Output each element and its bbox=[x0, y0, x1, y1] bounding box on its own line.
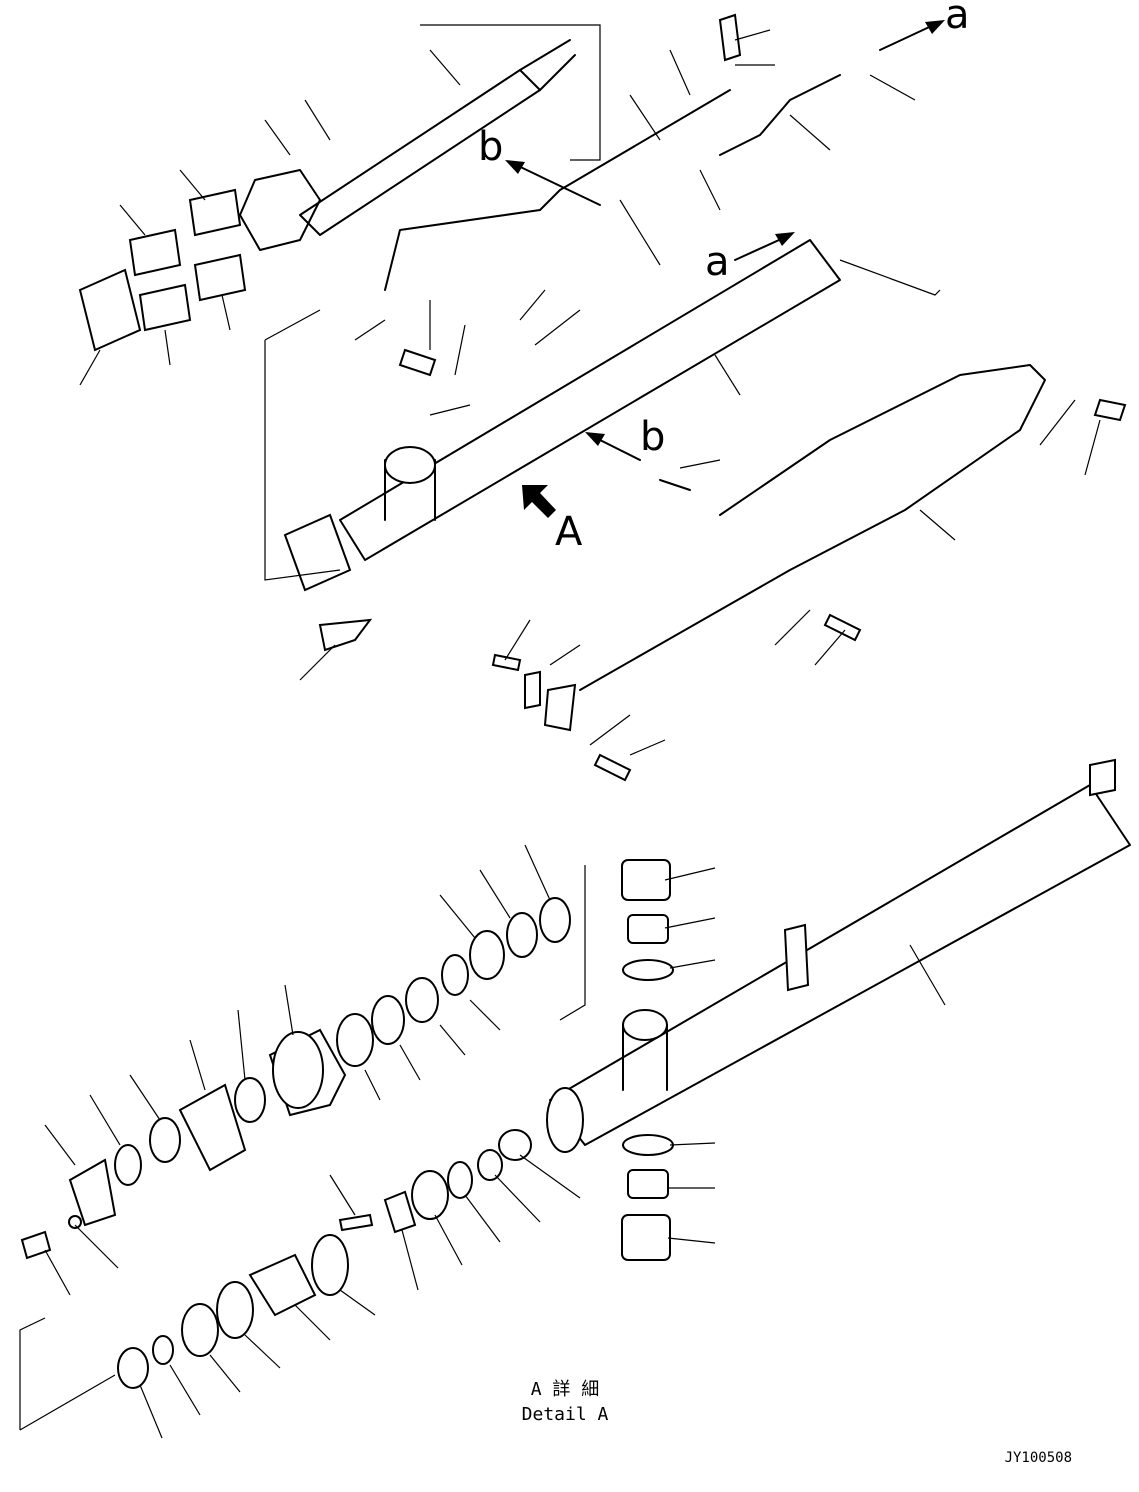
ref-label-b-top: b bbox=[478, 124, 503, 170]
detail-caption-jp: A 詳 細 bbox=[531, 1379, 600, 1400]
upper-hose-lines bbox=[384, 74, 1046, 691]
view-direction-arrow bbox=[522, 485, 556, 518]
upper-tube-assembly bbox=[239, 24, 601, 251]
detail-leader-lines bbox=[44, 844, 946, 1439]
split-flange-parts bbox=[78, 188, 247, 352]
detail-bushings bbox=[621, 859, 674, 1261]
upper-cylinder-body bbox=[264, 239, 941, 592]
detail-gland-head bbox=[68, 1028, 347, 1227]
drawing-number: JY100508 bbox=[1005, 1450, 1072, 1466]
view-label-a: A bbox=[555, 509, 583, 555]
ref-label-a-top: a bbox=[945, 0, 970, 38]
ref-label-a-mid: a bbox=[705, 239, 730, 285]
ref-label-b-mid: b bbox=[640, 414, 665, 460]
detail-caption-en: Detail A bbox=[522, 1404, 609, 1425]
upper-hardware bbox=[318, 13, 1127, 782]
detail-seal-rings bbox=[114, 865, 586, 1186]
detail-piston-assembly bbox=[19, 1129, 532, 1431]
detail-cylinder-body bbox=[546, 758, 1131, 1153]
upper-leader-lines bbox=[79, 29, 1101, 756]
reference-arrows bbox=[505, 20, 945, 518]
